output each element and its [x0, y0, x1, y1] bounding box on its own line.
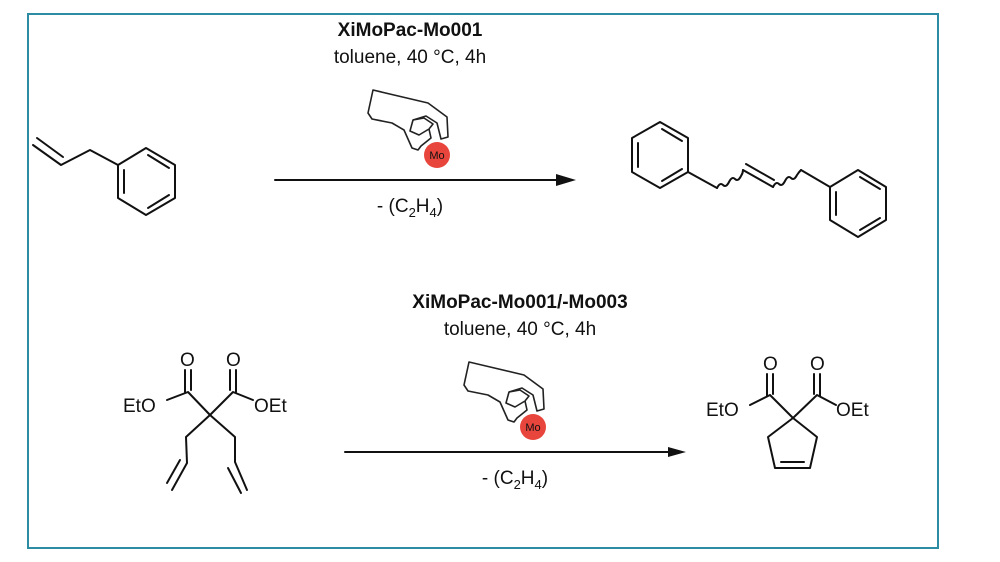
hand-holding-metal-icon: Mo [367, 89, 450, 168]
metal-ball-icon [424, 142, 450, 168]
oxygen-label: O [180, 350, 195, 371]
byproduct-label-1: - (C2H4) [377, 196, 443, 220]
ethoxy-label: EtO [706, 400, 739, 421]
oxygen-label: O [226, 350, 241, 371]
scheme-frame [27, 13, 939, 549]
reaction-arrow-1 [274, 174, 576, 186]
diphenylbutene-structure [631, 121, 887, 238]
cyclopentene-diester-structure: O O EtO OEt [706, 354, 869, 469]
metal-ball-icon [520, 414, 546, 440]
oxygen-label: O [763, 354, 778, 375]
oxygen-label: O [810, 354, 825, 375]
catalyst-label-2: XiMoPac-Mo001/-Mo003 [412, 292, 627, 313]
metal-label-1: Mo [429, 150, 444, 162]
diethyl-diallylmalonate-structure: O O EtO OEt [123, 350, 287, 494]
hand-holding-metal-icon: Mo [463, 361, 546, 440]
allylbenzene-structure [32, 137, 176, 216]
catalyst-label-1: XiMoPac-Mo001 [338, 20, 483, 41]
ethoxy-label: OEt [254, 396, 287, 417]
metal-label-2: Mo [525, 422, 540, 434]
byproduct-label-2: - (C2H4) [482, 468, 548, 492]
ethoxy-label: OEt [836, 400, 869, 421]
reaction-arrow-2 [344, 447, 686, 457]
conditions-label-1: toluene, 40 °C, 4h [334, 47, 486, 68]
ethoxy-label: EtO [123, 396, 156, 417]
conditions-label-2: toluene, 40 °C, 4h [444, 319, 596, 340]
